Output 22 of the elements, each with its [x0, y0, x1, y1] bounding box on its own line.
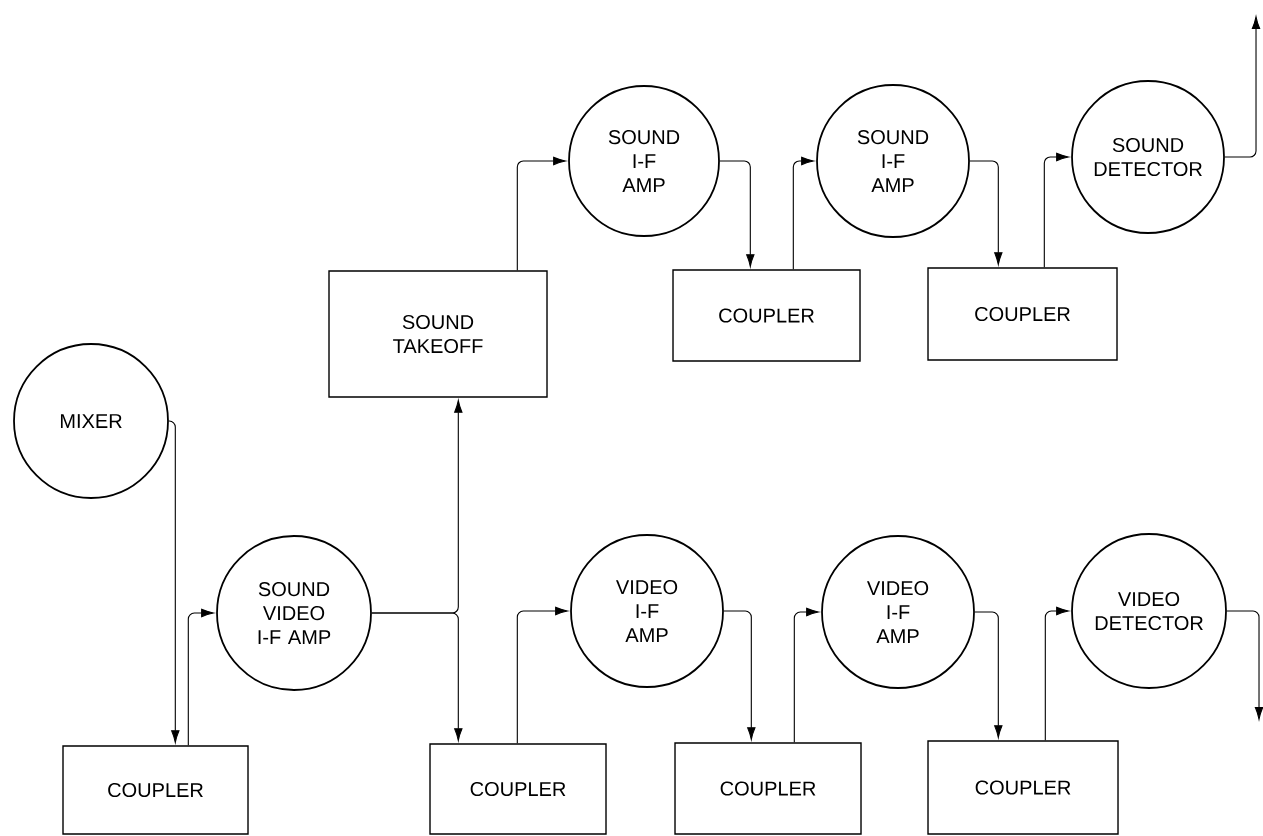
block-box: COUPLER — [927, 740, 1119, 835]
arrow — [793, 607, 819, 743]
arrow — [168, 420, 180, 744]
arrow — [974, 611, 1003, 739]
arrow — [1226, 610, 1263, 720]
block-box: SOUND TAKEOFF — [328, 270, 548, 398]
arrow — [1224, 16, 1261, 158]
block-box: COUPLER — [429, 743, 607, 835]
arrow — [516, 156, 566, 271]
arrow — [1043, 152, 1069, 268]
arrow — [516, 606, 568, 744]
block-box: COUPLER — [62, 745, 249, 835]
arrow — [187, 608, 214, 746]
arrow — [723, 610, 756, 741]
block-box: COUPLER — [927, 267, 1118, 361]
arrow — [371, 612, 463, 742]
arrow — [1044, 606, 1069, 741]
arrow — [792, 156, 814, 270]
arrow — [719, 160, 755, 268]
arrow — [969, 160, 1003, 266]
block-box: COUPLER — [674, 742, 862, 835]
block-box: COUPLER — [672, 269, 861, 362]
